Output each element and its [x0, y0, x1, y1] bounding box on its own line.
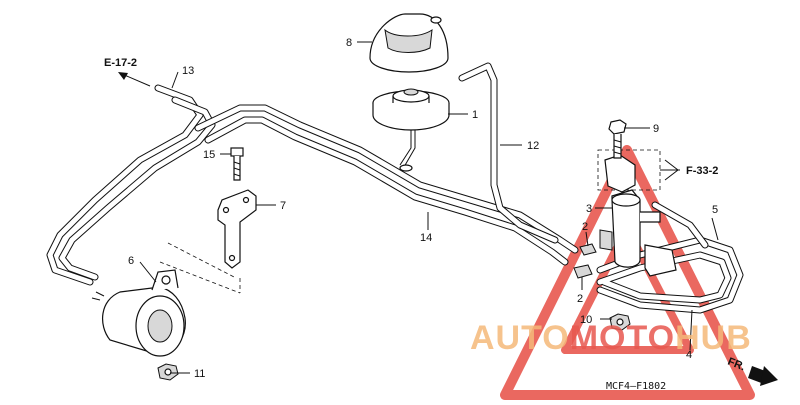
ref-arrow-left	[118, 72, 151, 87]
watermark-triangle	[500, 145, 755, 400]
leader-lines	[139, 41, 719, 374]
callout-12: 12	[527, 140, 539, 152]
bolt-15	[230, 147, 244, 181]
callout-8: 8	[346, 37, 352, 49]
ref-label-left: E-17-2	[104, 57, 137, 69]
bracket-7	[159, 189, 257, 294]
callout-6: 6	[128, 255, 134, 267]
callout-labels: 8 1 13 12 15 7 14 6 11 9 3 2 2 10 4 5	[128, 37, 718, 380]
ref-arrow-right	[664, 159, 679, 181]
hose-13	[46, 84, 216, 286]
svg-text:AUTOMOTOHUB: AUTOMOTOHUB	[470, 319, 752, 357]
solenoid-3	[597, 149, 677, 277]
watermark-part-auto: AUTO	[470, 319, 570, 357]
watermark-part-moto: MOTO	[570, 319, 675, 357]
nut-10	[609, 313, 631, 331]
callout-7: 7	[280, 200, 286, 212]
callout-9: 9	[653, 123, 659, 135]
watermark-text: AUTOMOTOHUB	[470, 319, 752, 357]
hose-14	[194, 104, 579, 266]
callout-2a: 2	[582, 221, 588, 233]
callout-5: 5	[712, 204, 718, 216]
fr-arrow-icon	[748, 366, 778, 386]
callout-3: 3	[586, 203, 592, 215]
callout-15: 15	[203, 149, 215, 161]
callout-2b: 2	[577, 293, 583, 305]
nut-11	[157, 363, 179, 381]
callout-13: 13	[182, 65, 194, 77]
callout-1: 1	[472, 109, 478, 121]
direction-label: FR.	[726, 356, 747, 374]
valve-1	[372, 88, 450, 172]
hose-12	[458, 62, 559, 244]
canister-6	[91, 269, 186, 357]
watermark-part-hub: HUB	[675, 319, 752, 357]
callout-11: 11	[194, 368, 205, 380]
bolt-9	[608, 119, 627, 159]
cover-8	[369, 13, 449, 73]
diagram-code: MCF4—F1802	[606, 381, 666, 392]
callout-4: 4	[686, 349, 692, 361]
callout-14: 14	[420, 232, 432, 244]
joints-2	[573, 243, 597, 279]
callout-10: 10	[580, 314, 592, 326]
ref-label-right: F-33-2	[686, 165, 718, 177]
